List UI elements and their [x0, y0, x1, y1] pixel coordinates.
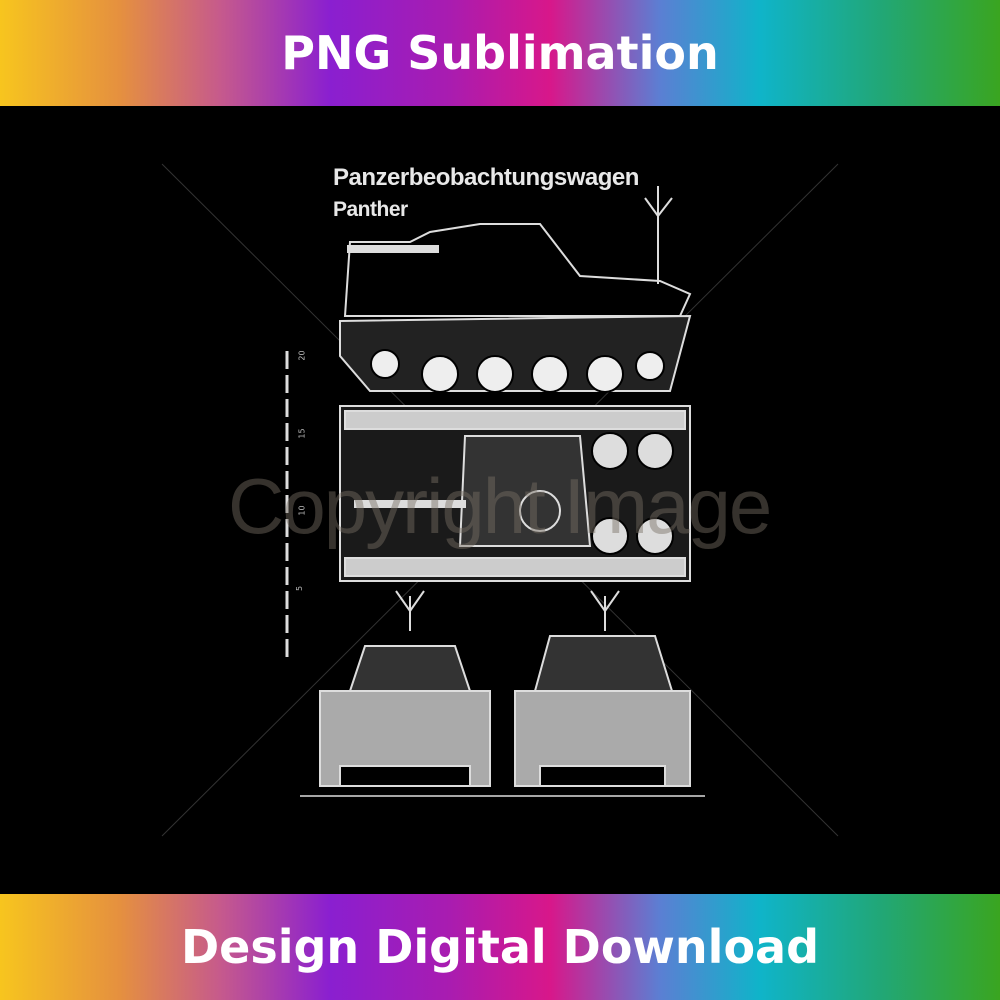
rear-view: [514, 590, 691, 787]
artwork-title: Panzerbeobachtungswagen: [333, 164, 639, 191]
scale-tick: 15: [297, 428, 307, 439]
tank-blueprint-artwork: 20 15 10 5 Panzerbeobachtungswagen Panth…: [0, 106, 1000, 894]
header-label: PNG Sublimation: [281, 26, 719, 80]
header-banner: PNG Sublimation: [0, 0, 1000, 106]
watermark: Copyright Image: [228, 462, 772, 550]
footer-banner: Design Digital Download: [0, 894, 1000, 1000]
side-view: [339, 186, 692, 393]
top-view: [339, 405, 691, 582]
scale-tick: 20: [297, 350, 307, 361]
artwork-subtitle: Panther: [333, 198, 408, 221]
footer-label: Design Digital Download: [180, 920, 820, 974]
scale-tick: 5: [295, 585, 305, 592]
blueprint-drawing: [161, 163, 839, 837]
front-view: [319, 590, 491, 787]
